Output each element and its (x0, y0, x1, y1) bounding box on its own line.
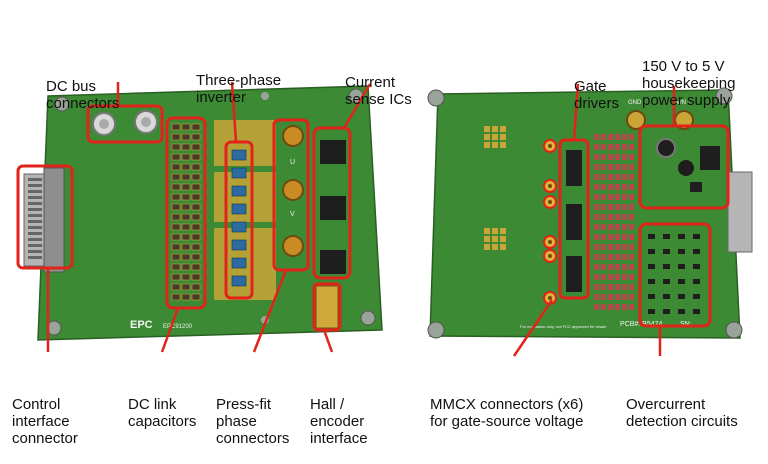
silk-u: U (290, 159, 295, 166)
silk-v: V (290, 211, 295, 218)
control-connector (23, 167, 65, 273)
silk-partno: EPC91200 (163, 324, 193, 330)
annotated-board-diagram: U V EPC EPC91200 (12, 58, 753, 447)
mmcx-connectors (543, 139, 557, 305)
dc-bus-connectors (92, 110, 158, 136)
right-board: GND VIN PCB#: B5474 SN: For evaluation o… (427, 87, 753, 339)
silk-gnd: GND (628, 100, 642, 106)
housekeeping-supply (656, 138, 720, 192)
current-sense-ics (320, 140, 346, 274)
silk-note: For evaluation only; not FCC approved fo… (520, 324, 607, 329)
right-mounting-holes (427, 87, 743, 339)
hall-connector (315, 285, 339, 329)
left-board: U V EPC EPC91200 (16, 85, 383, 341)
gate-driver-ics (566, 150, 582, 292)
silk-vin: VIN (676, 100, 686, 106)
dc-link-capacitors (171, 123, 201, 301)
label-mmcx: MMCX connectors (x6)for gate-source volt… (430, 396, 584, 430)
right-side-connector (727, 171, 753, 253)
leader-lines (46, 81, 676, 357)
right-highlights (558, 124, 730, 328)
press-fit-connectors: U V (282, 125, 304, 257)
silk-logo: EPC (130, 319, 153, 331)
left-highlights (16, 104, 352, 332)
inverter-stage (214, 120, 276, 300)
gold-pad-grid (484, 126, 634, 310)
overcurrent-components (648, 234, 700, 314)
